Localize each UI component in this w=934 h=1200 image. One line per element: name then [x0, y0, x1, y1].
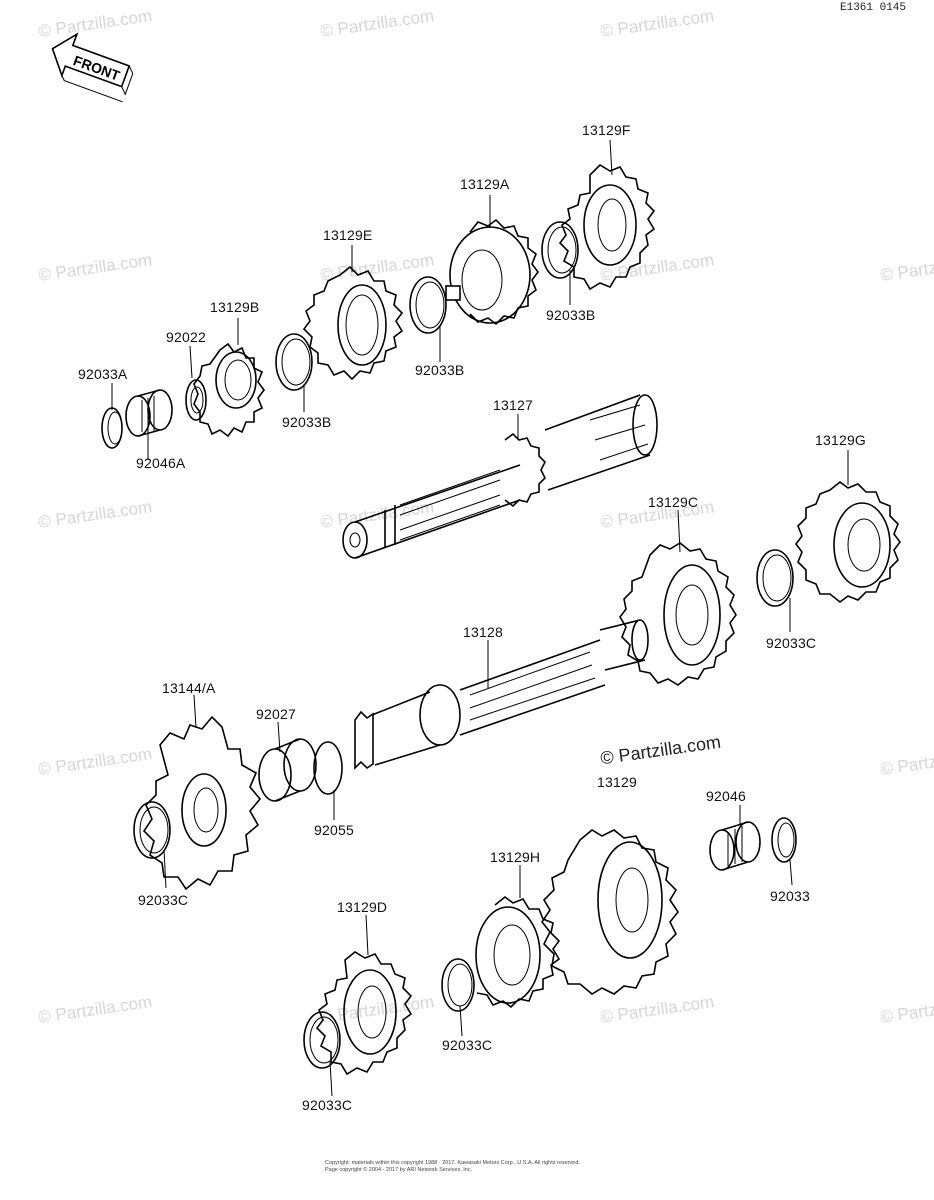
label-92033c: 92033C [138, 892, 189, 908]
copyright-line: Copyright: materials within this copyrig… [325, 1160, 580, 1166]
oring-92055 [313, 741, 343, 795]
label-92033b: 92033B [546, 307, 596, 323]
label-92046: 92046 [706, 788, 746, 804]
gear-13129f [558, 163, 656, 291]
label-92033b: 92033B [282, 414, 332, 430]
label-92033c: 92033C [766, 635, 817, 651]
circlip-92033c [756, 549, 794, 607]
leader-lines [111, 139, 849, 1097]
copyright-line: Page copyright © 2004 - 2017 by ARI Netw… [325, 1167, 473, 1173]
sprocket-13144a [142, 715, 262, 891]
gear-13129e [302, 265, 404, 381]
label-13129c: 13129C [648, 494, 699, 510]
label-13129d: 13129D [337, 899, 388, 915]
label-92027: 92027 [256, 706, 296, 722]
label-13127: 13127 [493, 397, 533, 413]
circlip-92033c [441, 958, 475, 1012]
label-92033a: 92033A [78, 366, 128, 382]
gear-13129c [619, 542, 737, 686]
label-13129g: 13129G [815, 432, 867, 448]
gear-13129a [445, 218, 539, 326]
label-13129h: 13129H [490, 849, 541, 865]
label-13129a: 13129A [460, 176, 510, 192]
label-13129: 13129 [597, 774, 637, 790]
label-13128: 13128 [463, 624, 503, 640]
gear-13129b [193, 342, 265, 438]
front-arrow-icon: FRONT [51, 32, 134, 103]
circlip-92033 [771, 817, 797, 863]
shaft-13128 [354, 619, 649, 770]
diagram-code: E1361 0145 [840, 2, 907, 14]
collar-92027 [258, 738, 317, 802]
label-13129b: 13129B [210, 299, 260, 315]
label-92033: 92033 [770, 888, 810, 904]
shaft-13127 [342, 394, 658, 559]
label-92055: 92055 [314, 822, 354, 838]
circlip-92033b [409, 276, 447, 334]
label-92033b: 92033B [415, 362, 465, 378]
gear-13129d [315, 951, 413, 1076]
circlip-92033c [133, 801, 171, 859]
label-92033c: 92033C [302, 1097, 353, 1113]
gear-13129h [475, 895, 561, 1009]
label-92046a: 92046A [136, 455, 186, 471]
label-92022: 92022 [166, 329, 206, 345]
bearing-92046 [709, 821, 761, 871]
circlip-92033a [101, 407, 123, 449]
circlip-92033b [275, 333, 313, 391]
label-13129e: 13129E [323, 227, 373, 243]
circlip-92033c [303, 1011, 341, 1069]
label-13129f: 13129F [582, 122, 631, 138]
bearing-92046a [125, 389, 173, 437]
label-92033c: 92033C [442, 1037, 493, 1053]
label-13144a: 13144/A [162, 680, 216, 696]
circlip-92033b [541, 221, 579, 279]
gear-13129g [795, 480, 901, 604]
gear-13129 [541, 829, 679, 995]
